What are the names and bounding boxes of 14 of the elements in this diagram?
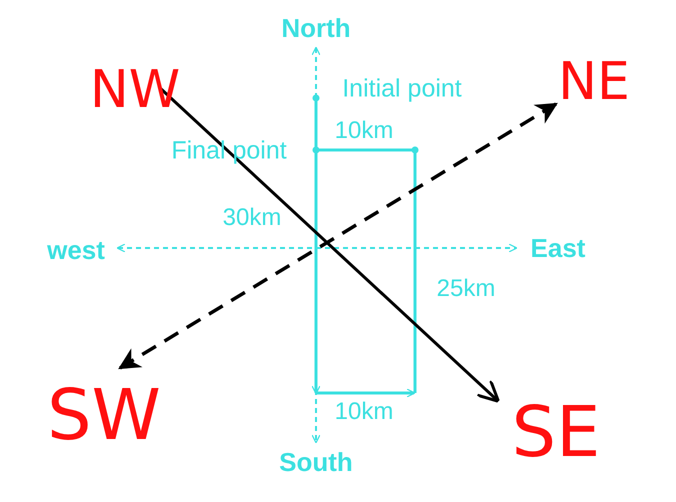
direction-label: South	[279, 449, 353, 475]
distance-label: 25km	[436, 277, 496, 301]
distance-label: 10km	[334, 119, 394, 143]
distance-label: 10km	[334, 400, 394, 424]
distance-label: 30km	[222, 206, 282, 230]
direction-label: SE	[512, 397, 600, 467]
direction-label: East	[530, 235, 586, 261]
direction-label: NE	[558, 56, 630, 108]
point-label: Final point	[171, 138, 287, 164]
direction-label: NW	[90, 64, 180, 116]
point-label: Initial point	[342, 76, 462, 102]
direction-label: SW	[47, 380, 161, 450]
direction-label: North	[281, 15, 351, 41]
direction-label: west	[47, 237, 105, 263]
